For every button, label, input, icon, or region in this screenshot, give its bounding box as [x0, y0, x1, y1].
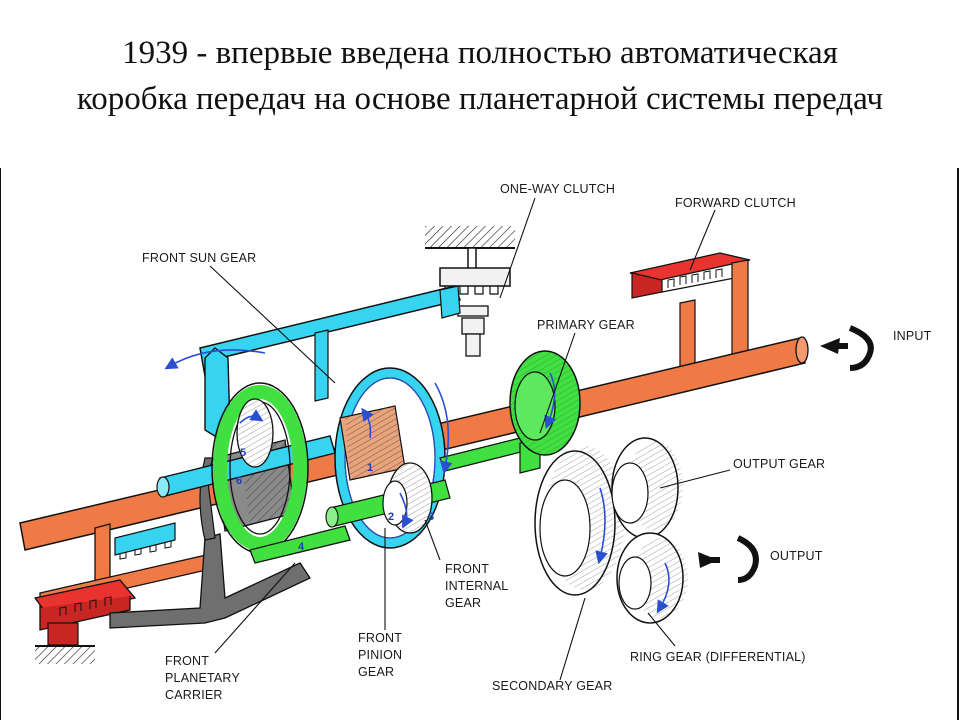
flow-number-5: 5 — [240, 447, 246, 459]
label-output: OUTPUT — [770, 549, 823, 563]
label-front-pinion-gear-line-1: FRONT — [358, 631, 402, 645]
label-front-internal-gear: FRONT INTERNAL GEAR — [445, 562, 508, 610]
label-forward-clutch: FORWARD CLUTCH — [675, 196, 796, 210]
label-front-planetary-carrier-line-3: CARRIER — [165, 688, 223, 702]
label-front-internal-gear-line-1: FRONT — [445, 562, 489, 576]
label-output-gear: OUTPUT GEAR — [733, 457, 825, 471]
power-flow-arrows — [164, 349, 670, 614]
forward-clutch-body — [629, 252, 751, 381]
label-ring-gear: RING GEAR (DIFFERENTIAL) — [630, 650, 806, 664]
label-front-sun-gear: FRONT SUN GEAR — [142, 251, 256, 265]
title-line-2: коробка передач на основе планетарной си… — [76, 81, 884, 117]
title-line-1: 1939 - впервые введена полностью автомат… — [122, 35, 838, 71]
label-secondary-gear: SECONDARY GEAR — [492, 679, 612, 693]
one-way-clutch-body — [439, 247, 511, 357]
label-one-way-clutch: ONE-WAY CLUTCH — [500, 182, 615, 196]
label-leader-lines — [209, 197, 731, 681]
label-front-planetary-carrier-line-1: FRONT — [165, 654, 209, 668]
pinion-gears — [236, 398, 433, 534]
flow-number-3: 3 — [428, 511, 434, 523]
input-arrow-icon — [820, 325, 874, 371]
flow-number-4: 4 — [298, 541, 305, 553]
ground-hatch-bottom — [35, 645, 95, 664]
ring-gear-differential — [616, 532, 688, 624]
label-front-internal-gear-line-2: INTERNAL — [445, 579, 508, 593]
label-front-pinion-gear-line-2: PINION — [358, 648, 402, 662]
flow-number-2: 2 — [388, 511, 394, 523]
label-front-pinion-gear: FRONT PINION GEAR — [358, 631, 402, 679]
label-front-planetary-carrier: FRONT PLANETARY CARRIER — [165, 654, 240, 702]
label-front-pinion-gear-line-3: GEAR — [358, 665, 394, 679]
flow-number-6: 6 — [236, 475, 242, 487]
output-arrow-icon — [698, 535, 759, 583]
flow-number-1: 1 — [367, 462, 373, 474]
label-front-planetary-carrier-line-2: PLANETARY — [165, 671, 240, 685]
label-primary-gear: PRIMARY GEAR — [537, 318, 635, 332]
rear-brake-clutch — [33, 579, 137, 646]
internal-gear-ring — [211, 382, 351, 564]
output-gear — [611, 437, 683, 539]
ground-hatch-top — [425, 226, 515, 249]
transmission-diagram: 1 2 3 4 5 6 ONE-WAY CLUTCH FORWARD CLUTC… — [0, 168, 960, 720]
slide-title: 1939 - впервые введена полностью автомат… — [0, 30, 960, 122]
primary-gear — [509, 350, 581, 456]
label-input: INPUT — [893, 329, 932, 343]
secondary-gear — [534, 446, 625, 596]
label-front-internal-gear-line-3: GEAR — [445, 596, 481, 610]
